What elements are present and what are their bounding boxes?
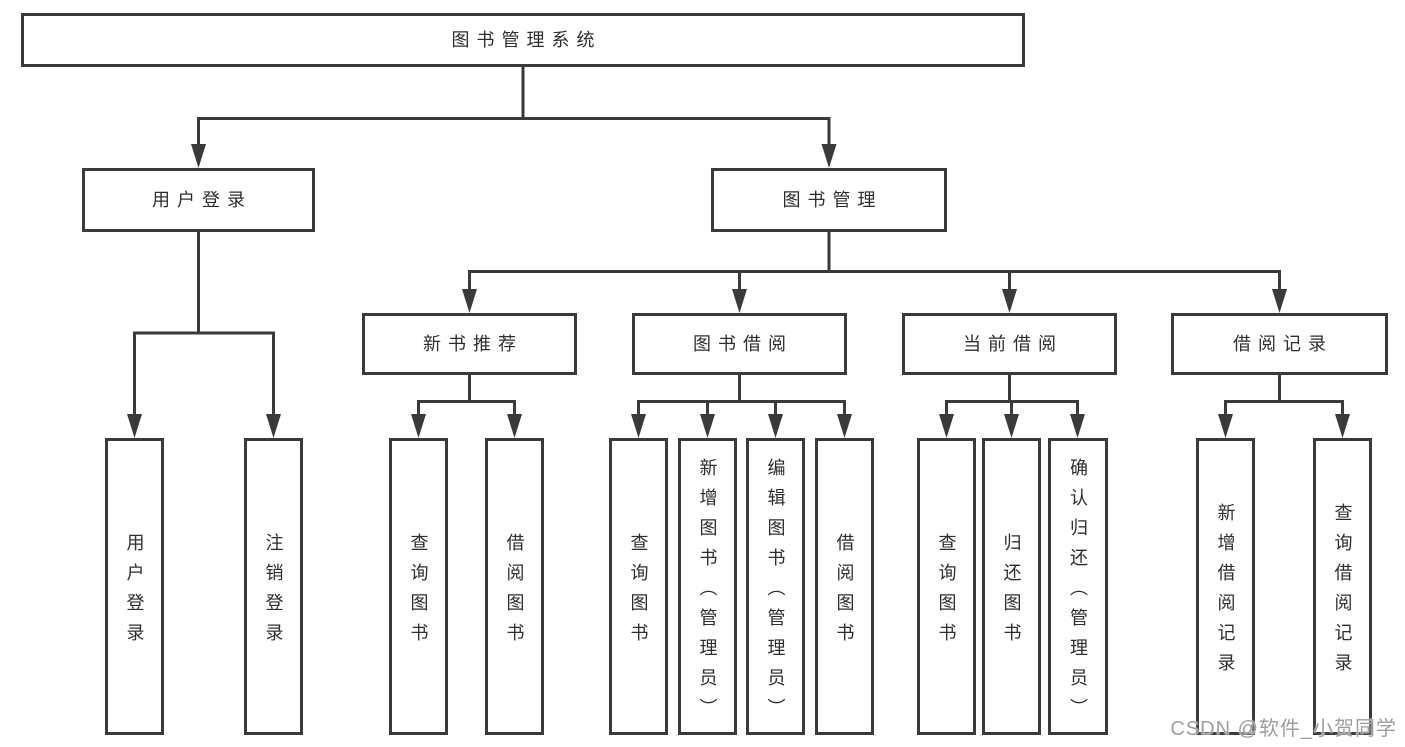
node-label: 归还图书: [1001, 532, 1022, 653]
leaf-user-login: 用户登录: [105, 438, 164, 735]
node-borrowing-records: 借阅记录: [1171, 313, 1388, 375]
node-current-borrowing: 当前借阅: [902, 313, 1117, 375]
node-book-management: 图书管理: [711, 168, 947, 232]
leaf-borrow-books-borrowing: 借阅图书: [815, 438, 874, 735]
node-label: 图书管理系统: [451, 30, 602, 50]
node-label: 借阅图书: [834, 532, 855, 653]
node-label: 用户登录: [124, 532, 145, 653]
node-label: 新增借阅记录: [1215, 502, 1236, 683]
leaf-query-books-current: 查询图书: [917, 438, 976, 735]
leaf-add-books-admin: 新增图书（管理员）: [678, 438, 737, 735]
leaf-edit-books-admin: 编辑图书（管理员）: [746, 438, 805, 735]
node-label: 查询图书: [936, 532, 957, 653]
node-user-login: 用户登录: [82, 168, 315, 232]
node-label: 注销登录: [263, 532, 284, 653]
node-label: 确认归还（管理员）: [1068, 457, 1088, 728]
leaf-add-borrow-record: 新增借阅记录: [1196, 438, 1255, 735]
node-label: 用户登录: [152, 190, 252, 210]
leaf-return-books: 归还图书: [982, 438, 1041, 735]
node-label: 查询借阅记录: [1332, 502, 1353, 683]
leaf-borrow-books-recommend: 借阅图书: [485, 438, 544, 735]
node-label: 新书推荐: [423, 334, 523, 354]
leaf-query-books-borrowing: 查询图书: [609, 438, 668, 735]
watermark: CSDN @软件_小贺同学: [1170, 718, 1397, 740]
node-label: 借阅图书: [504, 532, 525, 653]
node-label: 借阅记录: [1233, 334, 1333, 354]
leaf-confirm-return-admin: 确认归还（管理员）: [1048, 438, 1108, 735]
node-book-borrowing: 图书借阅: [632, 313, 847, 375]
node-label: 编辑图书（管理员）: [765, 457, 786, 728]
node-label: 当前借阅: [963, 334, 1063, 354]
node-root: 图书管理系统: [21, 13, 1025, 67]
leaf-query-books-recommend: 查询图书: [389, 438, 448, 735]
node-label: 查询图书: [408, 532, 429, 653]
leaf-query-borrow-record: 查询借阅记录: [1313, 438, 1372, 735]
node-label: 图书借阅: [693, 334, 793, 354]
node-label: 图书管理: [782, 190, 883, 210]
node-label: 查询图书: [628, 532, 649, 653]
leaf-logout: 注销登录: [244, 438, 303, 735]
node-new-book-recommendation: 新书推荐: [362, 313, 577, 375]
node-label: 新增图书（管理员）: [697, 457, 718, 728]
